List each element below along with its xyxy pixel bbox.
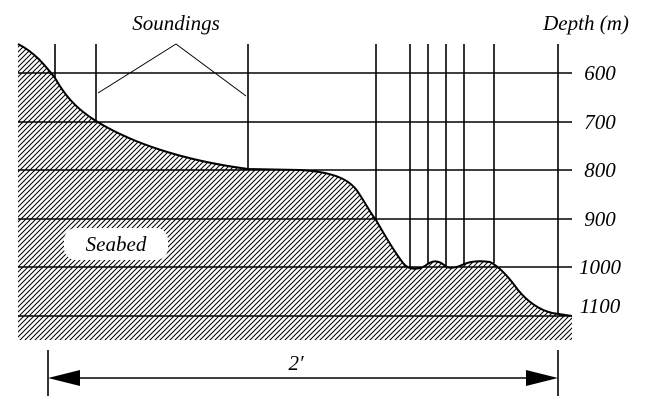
seabed-profile-line <box>17 43 573 317</box>
soundings-label: Soundings <box>132 11 220 35</box>
soundings-pointers <box>97 43 247 97</box>
seabed-area <box>18 44 572 340</box>
depth-axis-title: Depth (m) <box>542 11 629 35</box>
depth-label-600: 600 <box>584 61 616 85</box>
sounding-lines <box>54 44 559 314</box>
seabed-label-background <box>64 228 168 260</box>
depth-tick-labels: 600 700 800 900 1000 1100 <box>579 61 622 318</box>
depth-label-700: 700 <box>584 110 616 134</box>
dimension-arrow-left <box>48 370 80 386</box>
depth-label-1100: 1100 <box>580 294 621 318</box>
distance-label: 2′ <box>288 351 304 375</box>
depth-label-1000: 1000 <box>579 255 622 279</box>
depth-label-800: 800 <box>584 158 616 182</box>
depth-label-900: 900 <box>584 207 616 231</box>
dimension-arrow-right <box>526 370 558 386</box>
distance-dimension <box>47 350 559 396</box>
seabed-label: Seabed <box>86 232 147 256</box>
